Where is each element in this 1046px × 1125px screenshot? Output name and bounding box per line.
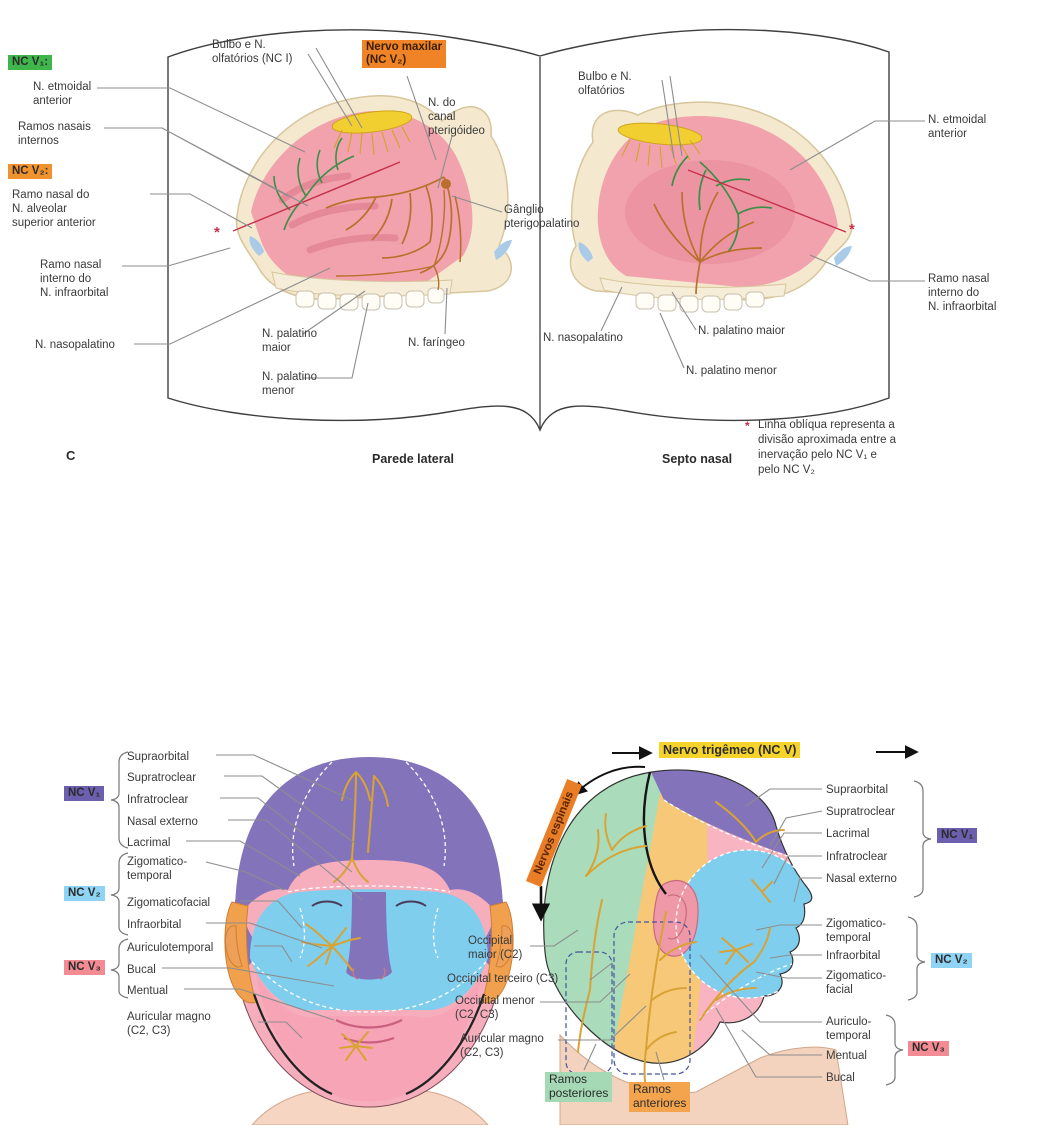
fig2-illustration xyxy=(110,745,932,1125)
nerve-label: Supraorbital xyxy=(127,751,190,763)
nc-v3-badge-left: NC V₃ xyxy=(64,960,105,976)
nerve-label: Ramos nasais internos xyxy=(18,121,91,148)
nc-v2-legend-badge: NC V₂: xyxy=(8,164,53,180)
nerve-label: Supraorbital xyxy=(826,784,889,796)
footnote-text: Linha oblíqua representa a divisão aprox… xyxy=(758,419,897,476)
nc-v2-badge-left: NC V₂ xyxy=(64,886,105,902)
nerve-label: Infratroclear xyxy=(127,794,189,806)
nerve-label: Bulbo e N. olfatórios xyxy=(578,71,632,98)
nc-v1-badge-right: NC V₁ xyxy=(937,828,978,844)
ramos-posteriores-badge: Ramos posteriores xyxy=(545,1072,613,1102)
panel-letter: C xyxy=(66,448,76,463)
nerve-label: Bucal xyxy=(127,964,156,976)
nerve-label: Infraorbital xyxy=(826,950,881,962)
nerve-label: Nasal externo xyxy=(127,816,198,828)
nerve-label: Occipital terceiro (C3) xyxy=(447,973,559,985)
asterisk-marker: * xyxy=(214,224,220,241)
nerve-label: Occipital menor (C2, C3) xyxy=(455,995,535,1022)
nerve-label: Zigomaticofacial xyxy=(127,897,211,909)
figc-illustration xyxy=(97,28,925,432)
nervo-maxilar-badge: Nervo maxilar (NC V₂) xyxy=(362,40,447,69)
nerve-label: Nasal externo xyxy=(826,873,897,885)
nerve-label: N. etmoidal anterior xyxy=(928,114,987,141)
nerve-label: N. etmoidal anterior xyxy=(33,81,92,108)
ramos-anteriores-badge: Ramos anteriores xyxy=(629,1082,691,1112)
nerve-label: Lacrimal xyxy=(826,828,870,840)
nerve-label: N. palatino menor xyxy=(262,371,317,398)
nerve-label: Bulbo e N. olfatórios (NC I) xyxy=(212,39,293,66)
nerve-label: Zigomatico- facial xyxy=(826,970,887,997)
caption-parede-lateral: Parede lateral xyxy=(372,452,454,466)
nerve-label: Lacrimal xyxy=(127,837,171,849)
nerve-label: Supratroclear xyxy=(127,772,197,784)
nerve-label: N. palatino maior xyxy=(262,328,317,355)
nerve-label: Zigomatico- temporal xyxy=(127,856,188,883)
nerve-label: N. palatino menor xyxy=(686,365,777,377)
nerve-label: Gânglio pterigopalatino xyxy=(504,204,580,231)
nc-v1-legend-badge: NC V₁: xyxy=(8,55,53,71)
nerve-label: Ramo nasal do N. alveolar superior anter… xyxy=(12,189,96,230)
nerve-label: Supratroclear xyxy=(826,806,896,818)
nerve-label: Ramo nasal interno do N. infraorbital xyxy=(928,273,997,314)
trigeminal-title-badge: Nervo trigêmeo (NC V) xyxy=(659,742,801,759)
caption-septo-nasal: Septo nasal xyxy=(662,452,733,466)
nerve-label: Ramo nasal interno do N. infraorbital xyxy=(40,259,109,300)
nerve-label: Occipital maior (C2) xyxy=(468,935,523,962)
asterisk-marker: * xyxy=(849,221,855,238)
nerve-label: Mentual xyxy=(826,1050,867,1062)
nerve-label: N. nasopalatino xyxy=(543,332,623,344)
nerve-label: Auricular magno (C2, C3) xyxy=(127,1011,211,1038)
nc-v2-badge-right: NC V₂ xyxy=(931,953,972,969)
nerve-label: Mentual xyxy=(127,985,168,997)
nc-v1-badge-left: NC V₁ xyxy=(64,786,105,802)
nerve-label: Auriculo- temporal xyxy=(826,1016,872,1043)
nerve-label: Zigomatico- temporal xyxy=(826,918,887,945)
nerve-label: Infraorbital xyxy=(127,919,182,931)
nerve-label: Infratroclear xyxy=(826,851,888,863)
footnote-asterisk: * xyxy=(745,419,750,433)
nerve-label: N. nasopalatino xyxy=(35,339,115,351)
nerve-label: N. do canal pterigóideo xyxy=(428,97,485,138)
nerve-label: Auriculotemporal xyxy=(127,942,214,954)
nc-v3-badge-right: NC V₃ xyxy=(908,1041,949,1057)
nerve-label: N. palatino maior xyxy=(698,325,785,337)
nerve-label: Bucal xyxy=(826,1072,855,1084)
nerve-label: Auricular magno (C2, C3) xyxy=(460,1033,544,1060)
nerve-label: N. faríngeo xyxy=(408,337,465,349)
